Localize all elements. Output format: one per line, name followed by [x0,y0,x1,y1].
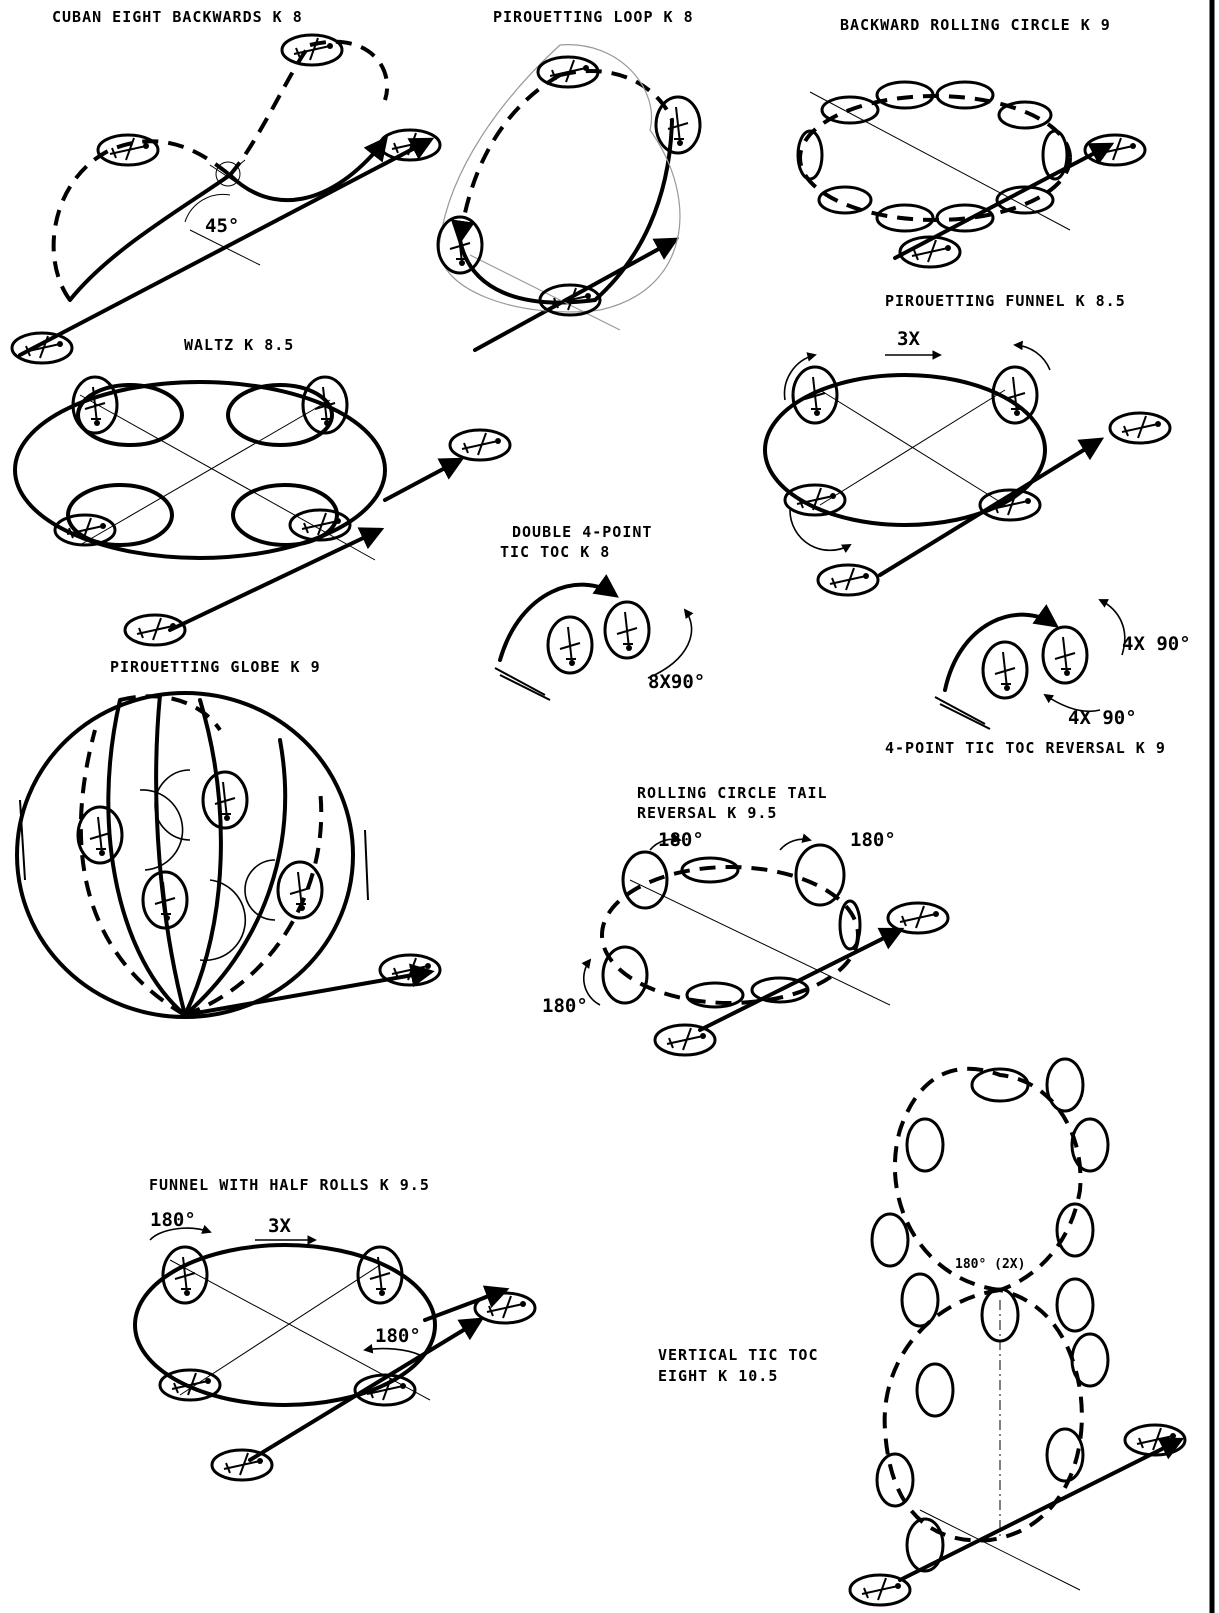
aircraft-icon [203,772,247,828]
waltz-title: WALTZ K 8.5 [184,336,294,354]
aircraft-icon [380,955,440,985]
aircraft-icon [160,1370,220,1400]
tic-toc-reversal-title: 4-POINT TIC TOC REVERSAL K 9 [885,739,1166,757]
backward-rolling-circle-title: BACKWARD ROLLING CIRCLE K 9 [840,16,1111,34]
figure-pirouetting-globe: PIROUETTING GLOBE K 9 [17,658,440,1017]
cuban-eight-title: CUBAN EIGHT BACKWARDS K 8 [52,8,303,26]
figure-backward-rolling-circle: BACKWARD ROLLING CIRCLE K 9 [798,16,1145,267]
figure-cuban-eight-backwards: CUBAN EIGHT BACKWARDS K 8 45° [12,8,440,363]
aircraft-icon [605,602,649,658]
tail-reversal-rotation-a: 180° [658,829,704,851]
aircraft-icon [12,333,72,363]
pirouetting-funnel-repeat: 3X [897,328,920,350]
double-tic-toc-title-line2: TIC TOC K 8 [500,543,610,561]
aircraft-icon [303,377,347,433]
tic-toc-reversal-rotation-top: 4X 90° [1122,633,1191,655]
aircraft-icon [850,1575,910,1605]
figure-4-point-tic-toc-reversal: 4X 90° 4X 90° 4-POINT TIC TOC REVERSAL K… [885,600,1191,757]
aircraft-icon [548,617,592,673]
aircraft-icon [143,872,187,928]
aircraft-icon [282,35,342,65]
double-tic-toc-title-line1: DOUBLE 4-POINT [512,523,652,541]
vertical-eight-rotation: 180° (2X) [955,1257,1025,1272]
figure-double-4-point-tic-toc: DOUBLE 4-POINT TIC TOC K 8 8X90° [495,523,705,700]
aircraft-icon [888,903,948,933]
pirouetting-loop-title: PIROUETTING LOOP K 8 [493,8,694,26]
double-tic-toc-rotation: 8X90° [648,671,705,693]
aircraft-icon [125,615,185,645]
aircraft-icon [380,130,440,160]
aircraft-icon [1085,135,1145,165]
aircraft-icon [1110,413,1170,443]
figure-pirouetting-funnel: PIROUETTING FUNNEL K 8.5 3X [765,292,1170,595]
aircraft-icon [818,565,878,595]
aircraft-icon [78,807,122,863]
vertical-eight-title-line2: EIGHT K 10.5 [658,1367,778,1385]
aircraft-icon [450,430,510,460]
figure-vertical-tic-toc-eight: VERTICAL TIC TOC EIGHT K 10.5 180° (2X) [658,1059,1185,1605]
figure-pirouetting-loop: PIROUETTING LOOP K 8 [438,8,700,350]
aircraft-icon [438,217,482,273]
half-rolls-title: FUNNEL WITH HALF ROLLS K 9.5 [149,1176,430,1194]
aircraft-icon [655,1025,715,1055]
pirouetting-funnel-title: PIROUETTING FUNNEL K 8.5 [885,292,1126,310]
tail-reversal-title-line2: REVERSAL K 9.5 [637,804,777,822]
tail-reversal-rotation-b: 180° [850,829,896,851]
figure-funnel-with-half-rolls: FUNNEL WITH HALF ROLLS K 9.5 180° 3X 180… [135,1176,535,1480]
aircraft-icon [278,862,322,918]
aircraft-icon [212,1450,272,1480]
pirouetting-globe-title: PIROUETTING GLOBE K 9 [110,658,321,676]
figure-rolling-circle-tail-reversal: ROLLING CIRCLE TAIL REVERSAL K 9.5 180° … [542,784,948,1055]
aircraft-icon [983,642,1027,698]
tail-reversal-rotation-c: 180° [542,995,588,1017]
aircraft-icon [475,1293,535,1323]
aircraft-icon [1043,627,1087,683]
aircraft-icon [656,97,700,153]
aircraft-icon [785,485,845,515]
tail-reversal-title-line1: ROLLING CIRCLE TAIL [637,784,828,802]
cuban-eight-angle: 45° [205,215,239,237]
half-rolls-repeat: 3X [268,1215,291,1237]
vertical-eight-title-line1: VERTICAL TIC TOC [658,1346,819,1364]
aircraft-icon [793,367,837,423]
half-rolls-rotation-b: 180° [375,1325,421,1347]
figure-waltz: WALTZ K 8.5 [15,336,510,645]
tic-toc-reversal-rotation-bottom: 4X 90° [1068,707,1137,729]
